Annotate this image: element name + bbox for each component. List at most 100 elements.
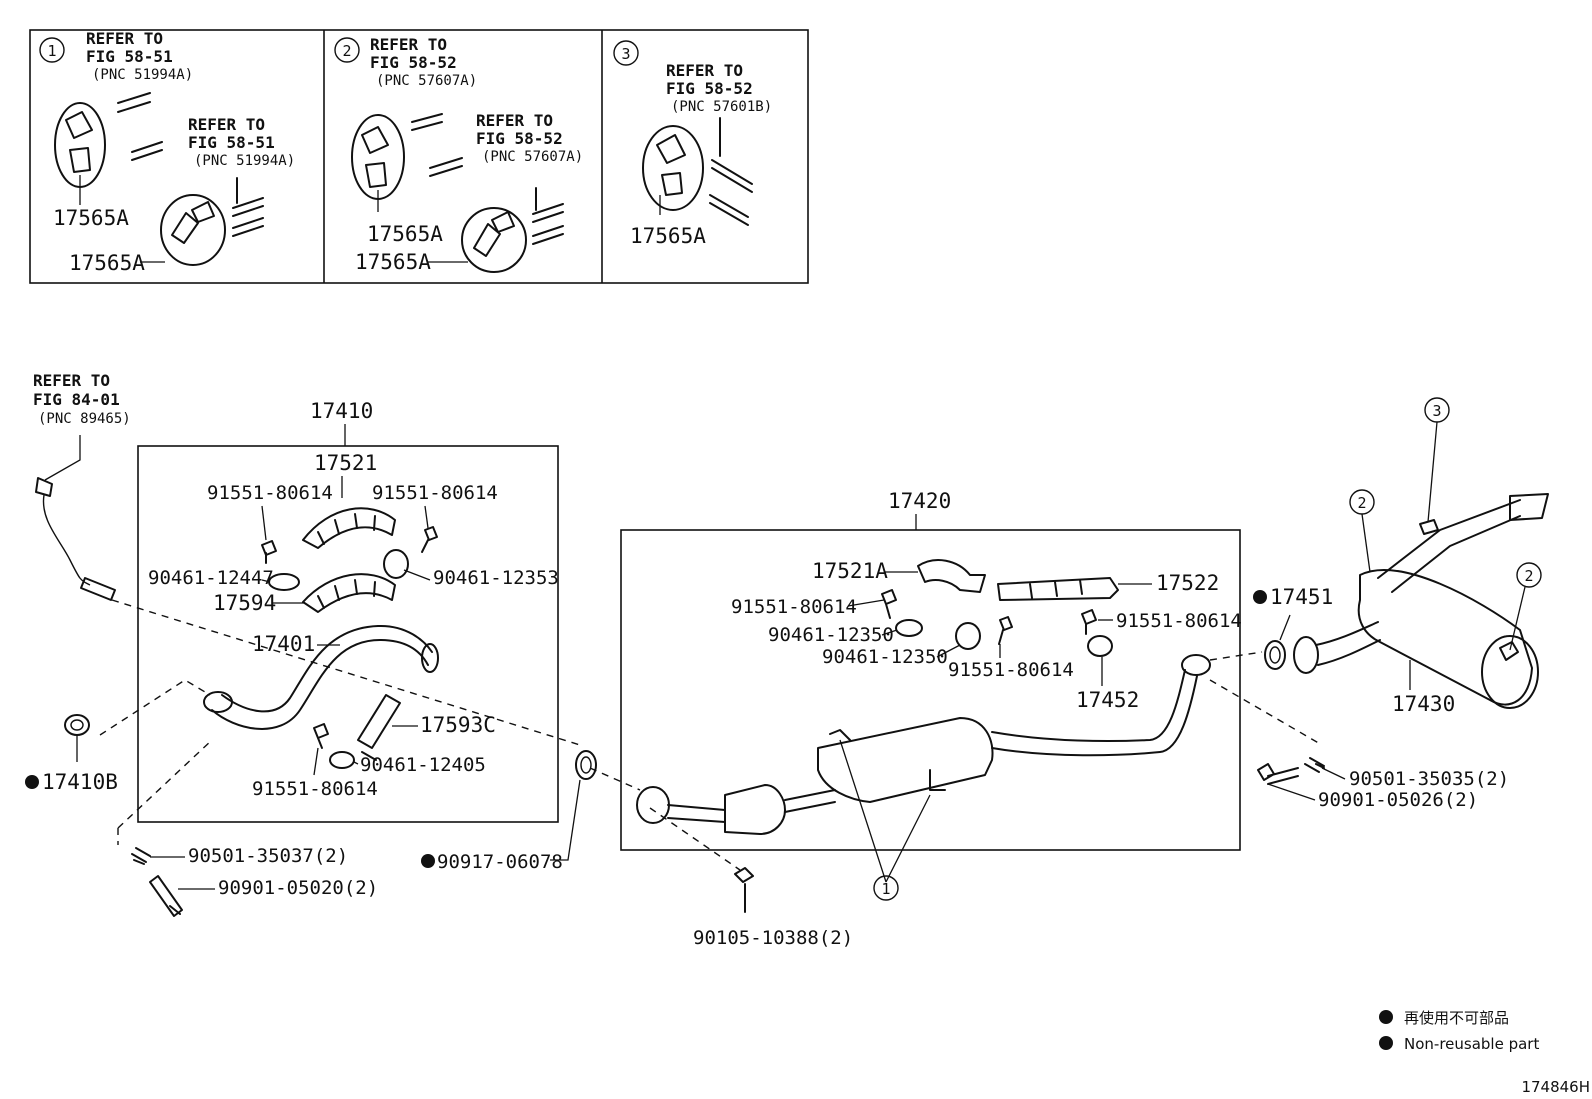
bolt-drawing [149, 875, 183, 917]
pipe-flange-drawing [1181, 654, 1211, 676]
bolt-drawing [998, 616, 1013, 645]
group-center-number: 17420 [888, 489, 951, 513]
label-17521a: 17521A [812, 559, 888, 583]
inset-2-part-2: 17565A [355, 250, 431, 274]
bolt-drawing [421, 526, 438, 553]
legend-dot-en [1379, 1036, 1393, 1050]
inset-3-ref-1-pnc: (PNC 57601B) [671, 99, 772, 115]
gasket-17451 [1264, 614, 1291, 670]
label-90461-12405: 90461-12405 [360, 754, 486, 776]
front-pipe-box [137, 445, 559, 823]
inset-3-number: 3 [621, 45, 630, 63]
callout-1-circle [873, 875, 899, 901]
inset-1-ref-1-line2: FIG 58-51 [86, 47, 173, 66]
inset-1-ref-1-pnc: (PNC 51994A) [92, 67, 193, 83]
callout-1: 1 [881, 880, 890, 898]
inset-2-ref-1-line1: REFER TO [370, 35, 447, 54]
inset-3: 3 REFER TO FIG 58-52 (PNC 57601B) 17565A [613, 40, 772, 248]
exhaust-hanger-drawing [160, 177, 264, 266]
label-17410b: 17410B [42, 770, 118, 794]
center-pipe-box [620, 529, 1241, 851]
sensor-ref-pnc: (PNC 89465) [38, 411, 131, 427]
sensor-ref-line2: FIG 84-01 [33, 390, 120, 409]
callout-leader [839, 739, 931, 883]
label-90901-05020: 90901-05020(2) [218, 877, 378, 899]
figure-id: 174846H [1521, 1078, 1590, 1096]
label-90501-35035: 90501-35035(2) [1349, 768, 1509, 790]
callout-3: 3 [1432, 402, 1441, 420]
spring-drawing [131, 847, 151, 865]
exhaust-hanger-drawing [461, 187, 564, 273]
label-90461-12353: 90461-12353 [433, 567, 559, 589]
assembly-line [111, 599, 581, 746]
assembly-line [117, 739, 213, 845]
bolt-drawing [261, 540, 277, 564]
legend: 再使用不可部品 Non-reusable part [1379, 1009, 1539, 1053]
label-91551-80614-d: 91551-80614 [731, 596, 857, 618]
clamp-drawing [1087, 635, 1113, 657]
label-91551-80614-f: 91551-80614 [948, 659, 1074, 681]
non-reusable-dot [1253, 590, 1267, 604]
inset-1-part-1: 17565A [53, 206, 129, 230]
heat-insulator-drawing [302, 573, 396, 613]
label-90461-12447: 90461-12447 [148, 567, 274, 589]
exhaust-hanger-drawing [54, 92, 163, 188]
label-17430: 17430 [1392, 692, 1455, 716]
inset-1-ref-1-line1: REFER TO [86, 29, 163, 48]
inset-2-part-1: 17565A [367, 222, 443, 246]
inset-3-part-1: 17565A [630, 224, 706, 248]
label-17401: 17401 [252, 632, 315, 656]
inset-1-ref-2-line1: REFER TO [188, 115, 265, 134]
inset-2-ref-2-line1: REFER TO [476, 111, 553, 130]
label-91551-80614-a: 91551-80614 [207, 482, 333, 504]
heat-insulator-drawing [302, 507, 396, 549]
assembly-line [1209, 651, 1263, 661]
oxygen-sensor: REFER TO FIG 84-01 (PNC 89465) [33, 371, 131, 601]
assembly-line [589, 767, 641, 791]
label-17452: 17452 [1076, 688, 1139, 712]
label-17521: 17521 [314, 451, 377, 475]
nut-drawing [734, 867, 754, 913]
inset-2-number: 2 [342, 42, 351, 60]
inset-1-part-2: 17565A [69, 251, 145, 275]
inset-panels [29, 29, 809, 284]
label-90917-06078: 90917-06078 [437, 851, 563, 873]
legend-dot-jp [1379, 1010, 1393, 1024]
heat-insulator-drawing [997, 577, 1119, 601]
legend-jp: 再使用不可部品 [1404, 1009, 1509, 1027]
non-reusable-dot [421, 854, 435, 868]
inset-2-ref-1-line2: FIG 58-52 [370, 53, 457, 72]
label-91551-80614-b: 91551-80614 [372, 482, 498, 504]
inset-1-number: 1 [47, 42, 56, 60]
assembly-line [1209, 679, 1323, 746]
center-pipe-group: 17420 [620, 489, 1241, 851]
pipe-flange-drawing [636, 786, 670, 824]
inset-1-ref-2-line2: FIG 58-51 [188, 133, 275, 152]
inset-2: 2 REFER TO FIG 58-52 (PNC 57607A) REFER … [334, 35, 583, 274]
label-17451: 17451 [1270, 585, 1333, 609]
inset-1: 1 REFER TO FIG 58-51 (PNC 51994A) REFER … [39, 29, 295, 275]
label-17594: 17594 [213, 591, 276, 615]
gasket-17410b [64, 714, 90, 762]
clamp-drawing [895, 619, 923, 637]
inset-frame [29, 29, 809, 284]
label-17593c: 17593C [420, 713, 496, 737]
label-17522: 17522 [1156, 571, 1219, 595]
sensor-ref-line1: REFER TO [33, 371, 110, 390]
clamp-drawing [383, 549, 409, 579]
callout-2a: 2 [1357, 494, 1366, 512]
inset-2-ref-2-line2: FIG 58-52 [476, 129, 563, 148]
heat-insulator-drawing [917, 559, 986, 593]
inset-1-ref-2-pnc: (PNC 51994A) [194, 153, 295, 169]
inset-2-number-circle [334, 37, 360, 63]
legend-en: Non-reusable part [1404, 1035, 1539, 1053]
center-muffler-drawing [817, 717, 994, 803]
label-90105-10388: 90105-10388(2) [693, 927, 853, 949]
main-muffler-drawing [1293, 493, 1549, 709]
bolt-drawing [1257, 763, 1299, 785]
front-pipe-group: 17410 [137, 399, 559, 823]
gasket-90917-06078 [550, 750, 597, 861]
clamp-drawing [955, 622, 981, 650]
catalytic-converter-drawing [724, 784, 786, 835]
